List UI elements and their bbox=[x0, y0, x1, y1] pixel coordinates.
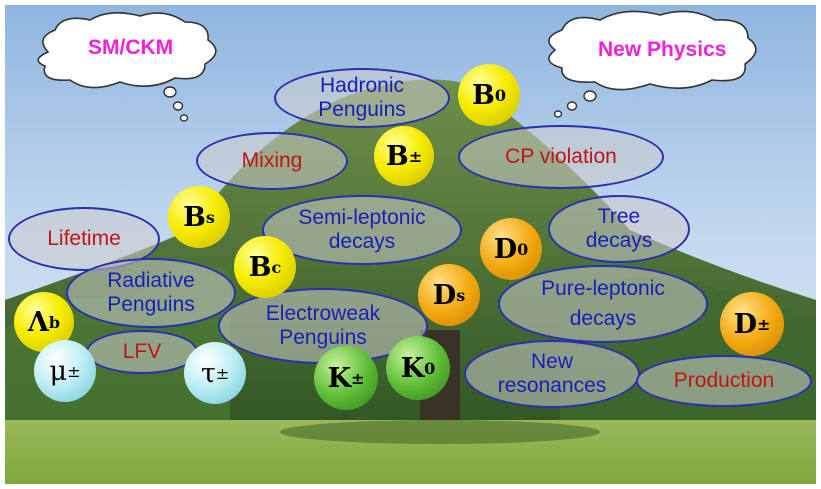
particle-k0-base: K bbox=[400, 352, 425, 384]
oval-production: Production bbox=[636, 355, 812, 407]
particle-b-charged: B± bbox=[374, 126, 434, 186]
oval-production-label: Production bbox=[673, 369, 775, 392]
oval-lfv: LFV bbox=[86, 330, 198, 374]
particle-tau-sup: ± bbox=[215, 363, 230, 383]
oval-tree-decays: Tree decays bbox=[548, 195, 690, 263]
particle-b-charged-sup: ± bbox=[408, 146, 423, 166]
oval-cp-violation-label: CP violation bbox=[505, 145, 617, 168]
particle-k-charged-sup: ± bbox=[351, 368, 365, 388]
oval-tree-decays-label: Tree decays bbox=[585, 205, 653, 252]
particle-lambda-b-sub: b bbox=[48, 312, 61, 332]
oval-pure-leptonic-label: Pure-leptonic decays bbox=[541, 277, 665, 330]
particle-d0-sup: 0 bbox=[517, 239, 529, 259]
particle-b-charged-base: B bbox=[385, 140, 409, 172]
particle-k-charged-base: K bbox=[327, 362, 352, 394]
oval-new-resonances-label: New resonances bbox=[497, 350, 607, 397]
oval-cp-violation: CP violation bbox=[458, 125, 664, 189]
particle-ds-sub: s bbox=[456, 285, 466, 305]
oval-hadronic-penguins: Hadronic Penguins bbox=[274, 68, 450, 128]
oval-lifetime-label: Lifetime bbox=[47, 227, 121, 250]
particle-muon: μ± bbox=[34, 340, 96, 402]
particle-k-charged: K± bbox=[314, 346, 378, 410]
particle-bs-base: B bbox=[183, 201, 206, 233]
particle-d0-base: D bbox=[493, 233, 518, 265]
oval-mixing-label: Mixing bbox=[241, 149, 303, 172]
particle-d-charged-sup: ± bbox=[757, 314, 771, 334]
oval-semi-leptonic: Semi-leptonic decays bbox=[262, 195, 462, 265]
particle-tau: τ± bbox=[184, 342, 246, 404]
oval-radiative-penguins-label: Radiative Penguins bbox=[107, 269, 195, 316]
oval-radiative-penguins: Radiative Penguins bbox=[66, 258, 236, 328]
particle-ds-base: D bbox=[432, 279, 457, 311]
oval-electroweak-penguins-label: Electroweak Penguins bbox=[265, 302, 381, 349]
oval-electroweak-penguins: Electroweak Penguins bbox=[218, 288, 428, 364]
cloud-label-sm-ckm: SM/CKM bbox=[88, 36, 174, 59]
oval-semi-leptonic-label: Semi-leptonic decays bbox=[298, 206, 426, 253]
oval-lfv-label: LFV bbox=[122, 340, 162, 363]
particle-b0-base: B bbox=[472, 79, 495, 111]
oval-new-resonances: New resonances bbox=[464, 340, 640, 408]
particle-d-charged: D± bbox=[720, 292, 784, 356]
particle-muon-sup: ± bbox=[67, 361, 81, 381]
particle-bc-base: B bbox=[248, 251, 272, 283]
particle-tau-base: τ bbox=[200, 357, 216, 389]
oval-pure-leptonic: Pure-leptonic decays bbox=[498, 265, 708, 343]
particle-bc-sub: c bbox=[271, 257, 282, 277]
cloud-label-new-physics: New Physics bbox=[598, 38, 727, 61]
right-thought-cloud bbox=[548, 10, 757, 118]
oval-mixing: Mixing bbox=[196, 132, 348, 190]
particle-bs-sub: s bbox=[205, 207, 215, 227]
particle-muon-base: μ bbox=[49, 355, 68, 387]
particle-d-charged-base: D bbox=[733, 308, 757, 340]
particle-k0-sup: 0 bbox=[424, 358, 436, 378]
particle-lambda-b-base: Λ bbox=[27, 306, 49, 338]
particle-b0-sup: 0 bbox=[494, 85, 506, 105]
oval-hadronic-penguins-label: Hadronic Penguins bbox=[318, 74, 406, 121]
left-thought-cloud bbox=[37, 12, 217, 122]
